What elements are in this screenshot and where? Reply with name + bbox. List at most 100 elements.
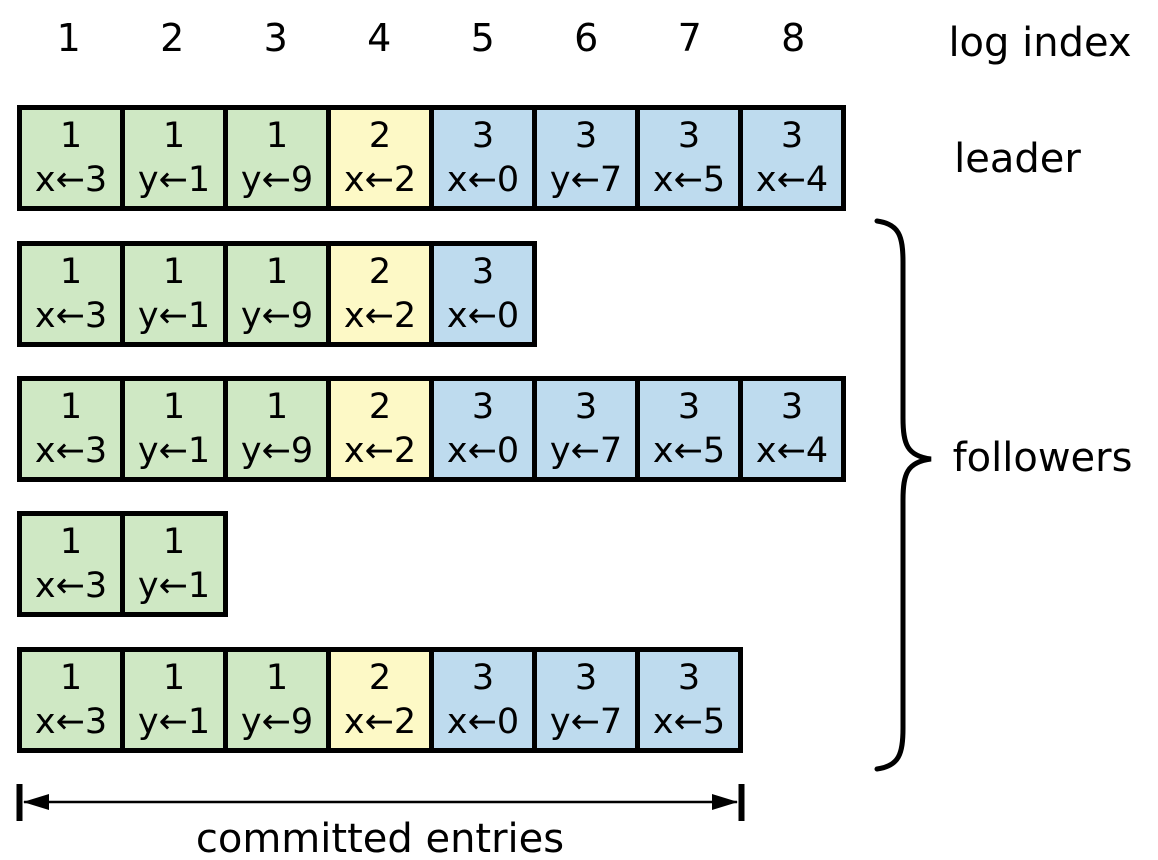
entry-command: x←3 [34,431,108,471]
entry-term: 1 [59,658,83,698]
entry-term: 3 [471,387,495,427]
entry-term: 1 [265,116,289,156]
entry-command: y←7 [549,431,623,471]
entry-command: x←4 [755,431,829,471]
log-index-number: 6 [574,16,599,60]
entry-command: x←3 [34,160,108,200]
entry-term: 1 [162,252,186,292]
entry-command: x←3 [34,702,108,742]
entry-term: 2 [368,658,392,698]
entry-term: 1 [59,522,83,562]
entry-term: 3 [574,116,598,156]
entry-term: 3 [471,252,495,292]
entry-term: 3 [471,658,495,698]
entry-term: 1 [162,116,186,156]
entry-term: 3 [780,116,804,156]
entry-command: y←1 [137,702,211,742]
entry-command: x←0 [446,296,520,336]
entry-command: x←0 [446,702,520,742]
entry-term: 1 [59,116,83,156]
entry-command: x←0 [446,160,520,200]
followers-label: followers [952,435,1133,481]
entry-command: x←5 [652,431,726,471]
entry-term: 3 [574,658,598,698]
entry-command: x←2 [343,431,417,471]
leader-label: leader [954,136,1081,182]
entry-command: x←2 [343,160,417,200]
log-index-number: 8 [781,16,806,60]
entry-term: 3 [677,387,701,427]
entry-command: y←9 [240,160,314,200]
entry-command: x←4 [755,160,829,200]
entry-term: 2 [368,252,392,292]
entry-term: 3 [471,116,495,156]
log-index-number: 3 [263,16,288,60]
entry-term: 3 [677,116,701,156]
entry-term: 1 [265,658,289,698]
entry-command: y←7 [549,160,623,200]
entry-command: x←5 [652,702,726,742]
entry-command: x←2 [343,702,417,742]
entry-term: 1 [162,658,186,698]
entry-command: y←9 [240,296,314,336]
entry-command: x←3 [34,566,108,606]
log-index-number: 1 [56,16,81,60]
log-index-number: 4 [367,16,392,60]
committed-entries-label: committed entries [195,816,565,860]
entry-term: 3 [677,658,701,698]
entry-command: y←1 [137,566,211,606]
arrowhead-left [23,794,49,810]
entry-command: x←0 [446,431,520,471]
entry-term: 3 [780,387,804,427]
entry-command: y←7 [549,702,623,742]
log-index-number: 2 [160,16,185,60]
entry-term: 3 [574,387,598,427]
entry-term: 1 [59,252,83,292]
entry-command: y←1 [137,296,211,336]
entry-command: y←9 [240,431,314,471]
entry-command: y←1 [137,160,211,200]
arrowhead-right [712,794,738,810]
entry-term: 1 [265,387,289,427]
entry-command: x←2 [343,296,417,336]
entry-term: 1 [162,522,186,562]
entry-command: x←5 [652,160,726,200]
log-index-caption: log index [948,20,1132,66]
entry-term: 1 [162,387,186,427]
entry-term: 2 [368,387,392,427]
entry-term: 1 [59,387,83,427]
